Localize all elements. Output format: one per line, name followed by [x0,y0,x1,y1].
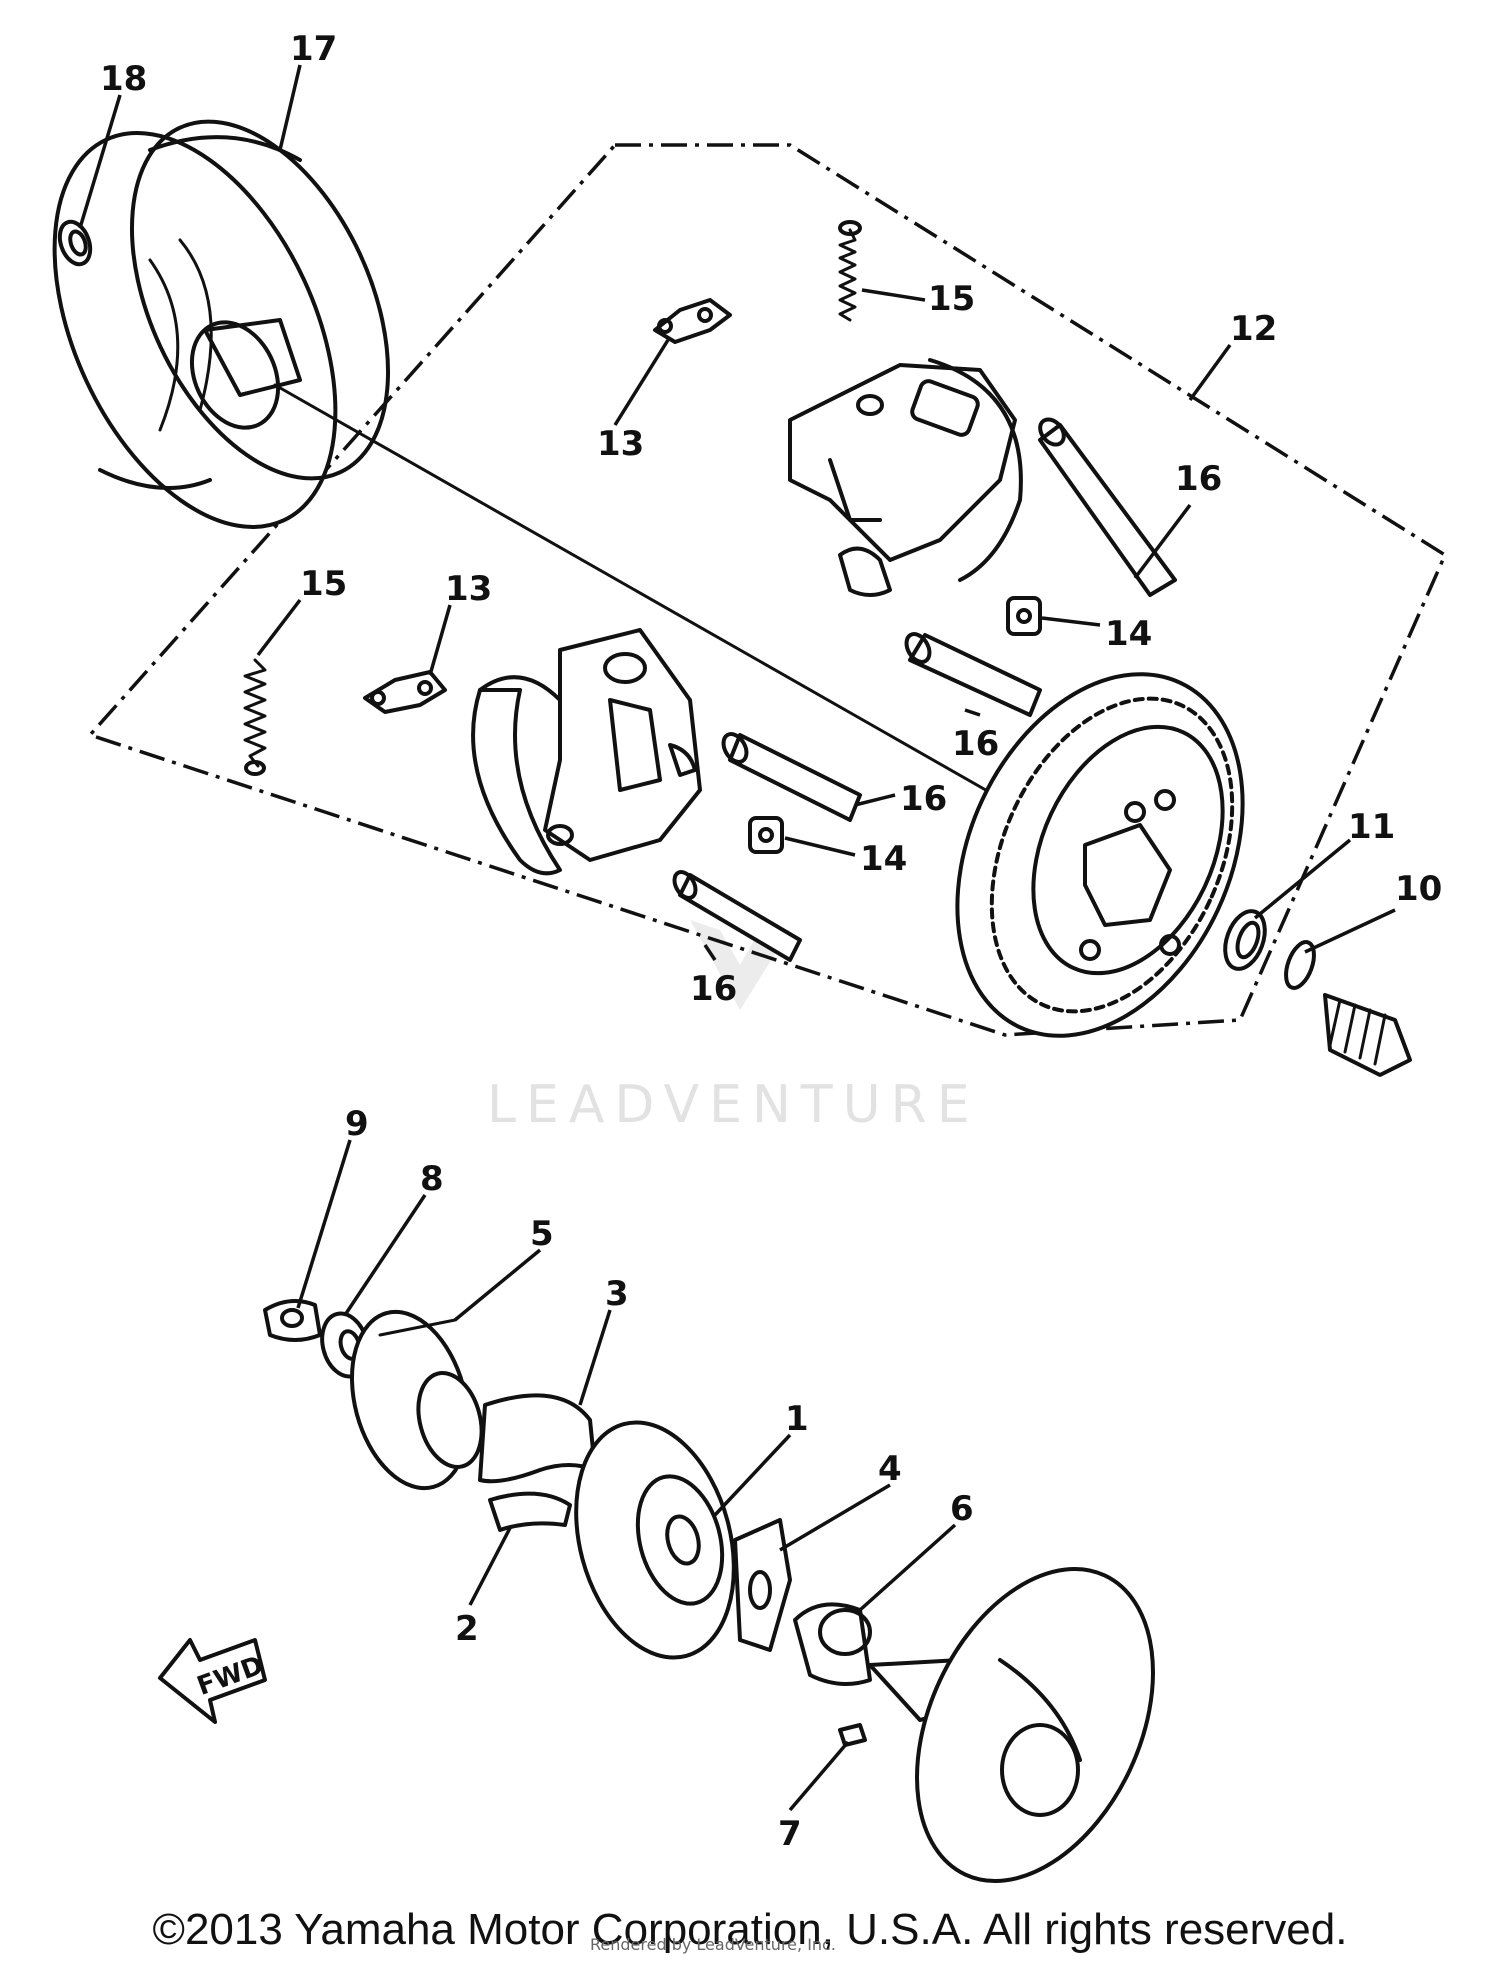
part-16-pin-upper-right [1038,417,1177,597]
fwd-arrow-icon: FWD [158,1638,267,1724]
callout-7: 7 [778,1814,802,1854]
leader-lines [78,64,1396,1812]
callout-16-a: 16 [1175,459,1222,499]
callout-13-left: 13 [445,569,492,609]
callout-16-c: 16 [900,779,947,819]
part-15-spring-lower [243,658,267,776]
leadventure-watermark: LEADVENTURE [487,920,980,1135]
primary-driven-gear [955,672,1245,1038]
callout-9: 9 [345,1104,369,1144]
callout-14-b: 14 [860,839,907,879]
shaft-spline-end [1323,993,1412,1077]
callout-11: 11 [1348,807,1395,847]
callout-2: 2 [455,1609,479,1649]
part-10-washer [1284,940,1316,990]
part-13-pivot-lower [363,670,447,714]
callout-14-a: 14 [1105,614,1152,654]
callout-16-b: 16 [952,724,999,764]
callout-15-left: 15 [300,564,347,604]
part-6-bush [793,1602,872,1686]
callout-6: 6 [950,1489,974,1529]
callout-4: 4 [878,1449,902,1489]
callout-1: 1 [785,1399,809,1439]
assembly-boundary [86,143,1448,1037]
part-16-pin-lower-right [721,732,862,822]
callout-3: 3 [605,1274,629,1314]
callout-12: 12 [1230,309,1277,349]
part-18-circlip [57,219,93,267]
callout-16-d: 16 [690,969,737,1009]
rendered-by-credit: Rendered by LeadVenture, Inc. [590,1935,836,1954]
part-16-pin-lower-left [672,870,802,962]
part-17-clutch-drum [52,119,391,529]
part-3-spring-plate [478,1393,597,1484]
callout-10: 10 [1395,869,1442,909]
part-13-pivot-upper [653,298,732,344]
upper-clutch-shoe [788,358,1023,597]
watermark-text: LEADVENTURE [487,1075,980,1135]
part-9-collar [263,1299,322,1342]
part-7-key [838,1723,867,1747]
part-4-washer [733,1518,792,1652]
callout-numbers: 18 17 15 12 13 16 14 16 15 13 16 14 16 1… [100,29,1442,1854]
part-14-washer-upper [1006,596,1042,636]
callout-5: 5 [530,1214,554,1254]
callout-18: 18 [100,59,147,99]
part-15-spring-upper [838,220,862,322]
part-11-circlip [1223,909,1267,971]
part-1-starter-gear [574,1420,736,1660]
callout-8: 8 [420,1159,444,1199]
part-16-pin-middle [904,632,1042,717]
lower-clutch-shoe [471,628,702,876]
callout-17: 17 [290,29,337,69]
callout-13-top: 13 [597,424,644,464]
copyright-notice: ©2013 Yamaha Motor Corporation, U.S.A. A… [152,1905,1348,1954]
part-2-plate [488,1491,572,1532]
callout-15-top: 15 [928,279,975,319]
part-14-washer-lower [748,816,784,854]
crankshaft-web [868,1567,1155,1883]
part-5-one-way-clutch [349,1309,484,1491]
